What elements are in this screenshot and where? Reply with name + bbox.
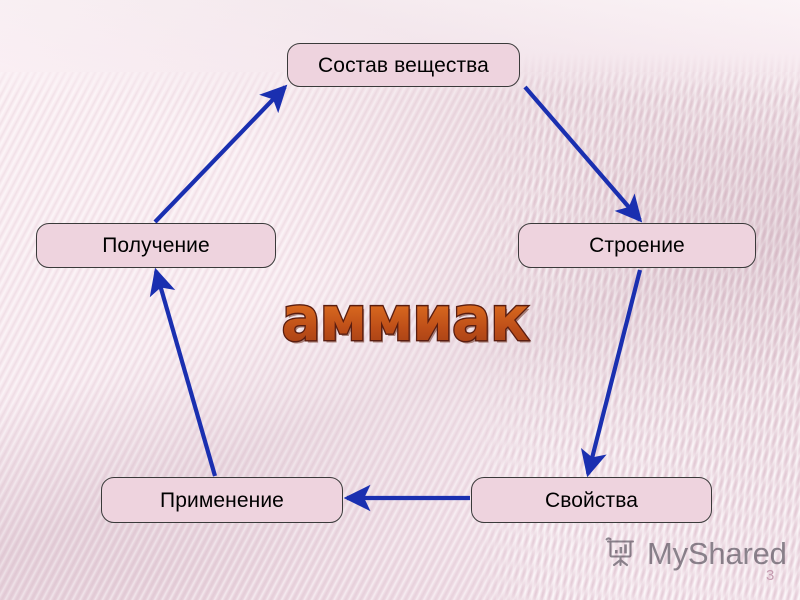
wordart-text: аммиак	[281, 285, 528, 356]
center-title-wordart: аммиак аммиак	[245, 283, 565, 357]
node-label: Состав вещества	[318, 53, 489, 77]
node-sostav-veshchestva[interactable]: Состав вещества	[287, 43, 520, 87]
myshared-watermark-text: MyShared	[647, 535, 787, 571]
arrow-sostav-to-stroenie	[523, 85, 643, 223]
presentation-chart-icon	[604, 534, 638, 572]
wordart-shadow: аммиак	[283, 287, 530, 358]
node-primenenie[interactable]: Применение	[101, 477, 343, 523]
node-svoystva[interactable]: Свойства	[471, 477, 712, 523]
node-label: Получение	[102, 234, 210, 257]
arrow-poluchenie-to-sostav	[153, 84, 288, 224]
node-label: Строение	[589, 234, 685, 257]
page-number: 3	[766, 567, 775, 584]
node-stroenie[interactable]: Строение	[518, 223, 756, 268]
arrow-primenenie-to-poluchenie	[149, 267, 218, 477]
node-label: Применение	[160, 488, 284, 512]
arrow-stroenie-to-svoystva	[580, 269, 643, 478]
node-poluchenie[interactable]: Получение	[36, 223, 276, 268]
node-label: Свойства	[544, 488, 638, 512]
myshared-watermark: MyShared	[604, 534, 787, 572]
